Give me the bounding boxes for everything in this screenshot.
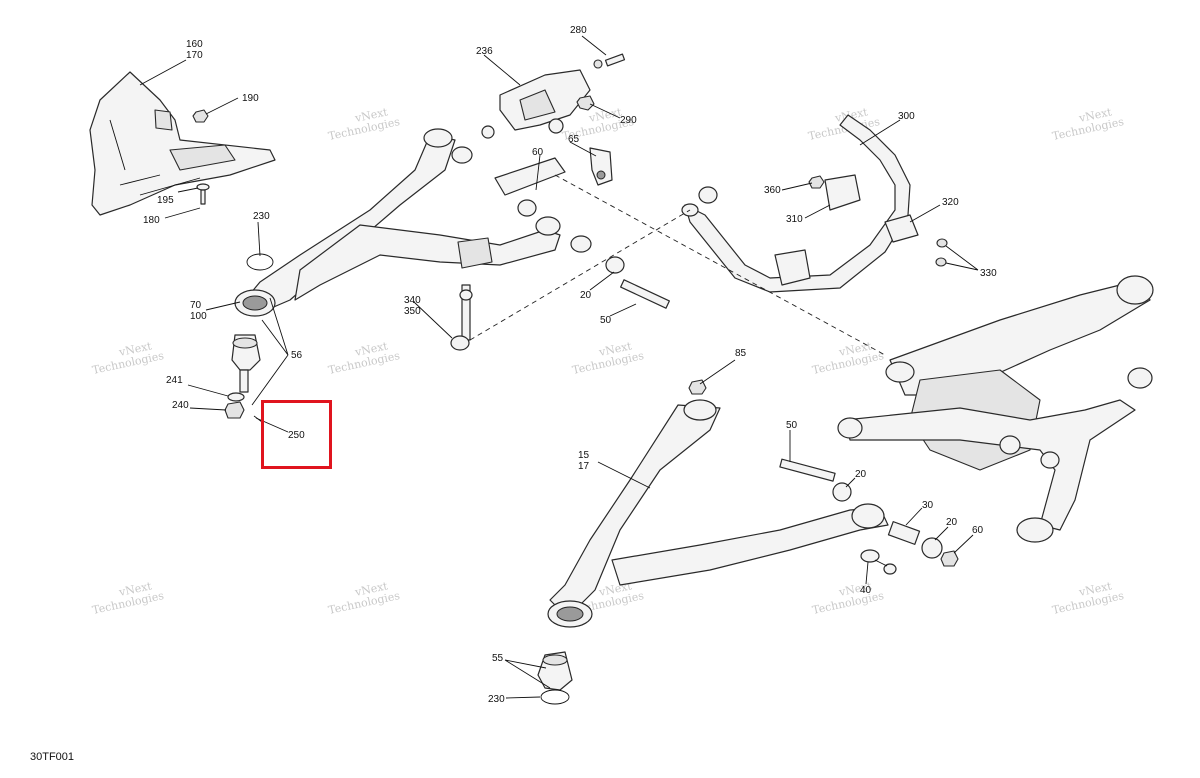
bolt-280-part <box>593 53 626 69</box>
bushing-20-lower-part <box>832 482 852 502</box>
upper-a-arm-left-part <box>234 128 561 317</box>
callout-56[interactable]: 56 <box>291 350 303 361</box>
ball-joint-left-part <box>231 334 261 393</box>
callout-230-upper[interactable]: 230 <box>253 211 270 222</box>
callout-50-upper[interactable]: 50 <box>600 315 612 326</box>
callout-70[interactable]: 70 <box>190 300 202 311</box>
washer-241-part <box>227 392 245 402</box>
circlip-230-part <box>246 253 274 271</box>
callout-15[interactable]: 15 <box>578 450 590 461</box>
callout-30[interactable]: 30 <box>922 500 934 511</box>
bolts-330-part <box>935 238 948 267</box>
nut-190-part <box>192 109 209 123</box>
callout-330[interactable]: 330 <box>980 268 997 279</box>
callout-300[interactable]: 300 <box>898 111 915 122</box>
callout-236[interactable]: 236 <box>476 46 493 57</box>
callout-50-lower[interactable]: 50 <box>786 420 798 431</box>
lower-a-arm-part <box>547 399 889 628</box>
nut-290-part <box>576 95 595 111</box>
bushing-upper-right-part <box>698 186 718 204</box>
bracket-236-part <box>499 69 591 131</box>
bracket-65-part <box>589 147 613 186</box>
bolt-195-part <box>196 183 210 205</box>
leader-lines <box>139 35 979 699</box>
callout-labels: 160 170 190 195 180 230 70 100 56 241 24… <box>143 25 997 705</box>
callout-180[interactable]: 180 <box>143 215 160 226</box>
assembly-dashed-lines <box>469 174 886 356</box>
circlip-230-lower-part <box>540 689 570 705</box>
bolt-50-lower-part <box>779 458 836 482</box>
callout-350[interactable]: 350 <box>404 306 421 317</box>
nut-60-lower-part <box>940 550 959 567</box>
figure-code: 30TF001 <box>30 751 74 763</box>
callout-340[interactable]: 340 <box>404 295 421 306</box>
callout-240[interactable]: 240 <box>172 400 189 411</box>
skid-plate-part <box>89 71 276 216</box>
callout-195[interactable]: 195 <box>157 195 174 206</box>
callout-85[interactable]: 85 <box>735 348 747 359</box>
callout-65[interactable]: 65 <box>568 134 580 145</box>
plate-60-part <box>494 157 566 196</box>
nut-360-part <box>808 175 825 189</box>
callout-170[interactable]: 170 <box>186 50 203 61</box>
bushings-upper-part <box>517 118 625 274</box>
clamp-left-part <box>774 249 811 286</box>
clamp-320-part <box>884 214 919 243</box>
callout-20-lower[interactable]: 20 <box>855 469 867 480</box>
ball-joint-lower-part <box>537 651 573 691</box>
callout-20-upper[interactable]: 20 <box>580 290 592 301</box>
sleeve-30-part <box>887 521 921 545</box>
callout-320[interactable]: 320 <box>942 197 959 208</box>
callout-20-right[interactable]: 20 <box>946 517 958 528</box>
callout-55[interactable]: 55 <box>492 653 504 664</box>
callout-60-upper[interactable]: 60 <box>532 147 544 158</box>
bolt-left-part <box>481 125 495 139</box>
callout-241[interactable]: 241 <box>166 375 183 386</box>
washer-40-part <box>860 549 897 575</box>
callout-17[interactable]: 17 <box>578 461 590 472</box>
nut-85-part <box>688 379 707 395</box>
callout-360[interactable]: 360 <box>764 185 781 196</box>
callout-230-lower[interactable]: 230 <box>488 694 505 705</box>
assembled-suspension-part <box>837 275 1154 543</box>
callout-60-lower[interactable]: 60 <box>972 525 984 536</box>
callout-190[interactable]: 190 <box>242 93 259 104</box>
sway-bar-link-340-part <box>450 284 473 351</box>
callout-280[interactable]: 280 <box>570 25 587 36</box>
callout-100[interactable]: 100 <box>190 311 207 322</box>
callout-290[interactable]: 290 <box>620 115 637 126</box>
bolt-50-upper-part <box>620 279 670 309</box>
bushing-310-part <box>824 174 861 211</box>
callout-40[interactable]: 40 <box>860 585 872 596</box>
bushing-20-right-part <box>921 537 943 559</box>
callout-160[interactable]: 160 <box>186 39 203 50</box>
callout-250[interactable]: 250 <box>288 430 305 441</box>
callout-310[interactable]: 310 <box>786 214 803 225</box>
nut-240-part <box>224 401 245 419</box>
highlight-box-250[interactable] <box>261 400 332 469</box>
